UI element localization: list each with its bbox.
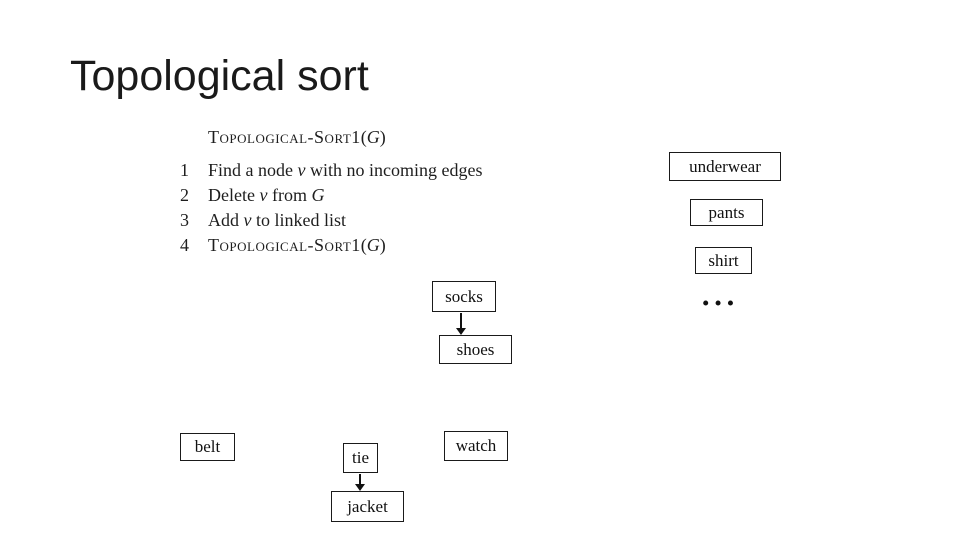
- pc-segment: Find a node: [208, 160, 298, 180]
- pseudocode-line-1: 1 Find a node v with no incoming edges: [180, 160, 600, 185]
- pc-line-number: 3: [180, 210, 189, 230]
- pseudocode-line-2: 2 Delete v from G: [180, 185, 600, 210]
- pc-segment: to linked list: [251, 210, 346, 230]
- node-shoes: shoes: [439, 335, 512, 364]
- node-label: underwear: [689, 156, 761, 176]
- pc-line-text: Add v to linked list: [208, 210, 346, 231]
- node-watch: watch: [444, 431, 508, 461]
- pc-segment: G: [366, 127, 380, 147]
- edge-socks-shoes-arrow: [456, 313, 466, 335]
- node-label: belt: [194, 437, 221, 456]
- node-label: shoes: [456, 339, 495, 359]
- pseudocode-line-3: 3 Add v to linked list: [180, 210, 600, 235]
- node-label: pants: [708, 202, 745, 222]
- pc-line-text: Find a node v with no incoming edges: [208, 160, 482, 181]
- pc-line-text: Topological-Sort1(G): [208, 127, 386, 148]
- pc-line-number: 2: [180, 185, 189, 205]
- pc-segment: (: [360, 235, 367, 255]
- pc-segment: G: [366, 235, 380, 255]
- pc-segment: Topological-Sort1: [208, 127, 361, 147]
- pc-segment: Delete: [208, 185, 260, 205]
- pc-segment: Topological-Sort1: [208, 235, 361, 255]
- pc-segment: from: [267, 185, 312, 205]
- node-jacket: jacket: [331, 491, 404, 522]
- slide-title: Topological sort: [70, 52, 369, 100]
- pc-line-number: 4: [180, 235, 189, 255]
- pseudocode-header: Topological-Sort1(G): [180, 127, 600, 152]
- node-label: watch: [455, 436, 497, 455]
- pc-segment: v: [243, 210, 252, 230]
- node-belt: belt: [180, 433, 235, 461]
- node-pants: pants: [690, 199, 763, 226]
- pc-line-number: 1: [180, 160, 189, 180]
- pc-segment: (: [360, 127, 367, 147]
- pc-line-text: Delete v from G: [208, 185, 324, 206]
- node-label: socks: [445, 286, 483, 306]
- node-shirt: shirt: [695, 247, 752, 274]
- pc-segment: Add: [208, 210, 244, 230]
- edge-tie-jacket-arrow: [355, 474, 365, 491]
- node-socks: socks: [432, 281, 496, 312]
- node-label: jacket: [347, 496, 388, 516]
- node-tie: tie: [343, 443, 378, 473]
- node-label: tie: [352, 448, 369, 467]
- pc-segment: G: [311, 185, 325, 205]
- pseudocode-line-4: 4 Topological-Sort1(G): [180, 235, 600, 260]
- pc-segment: v: [297, 160, 306, 180]
- pc-segment: ): [379, 235, 386, 255]
- node-underwear: underwear: [669, 152, 781, 181]
- pc-segment: ): [379, 127, 386, 147]
- pc-segment: v: [259, 185, 268, 205]
- pc-segment: with no incoming edges: [305, 160, 483, 180]
- ellipsis-more-nodes: ...: [701, 281, 739, 312]
- node-label: shirt: [708, 250, 739, 270]
- pc-line-text: Topological-Sort1(G): [208, 235, 386, 256]
